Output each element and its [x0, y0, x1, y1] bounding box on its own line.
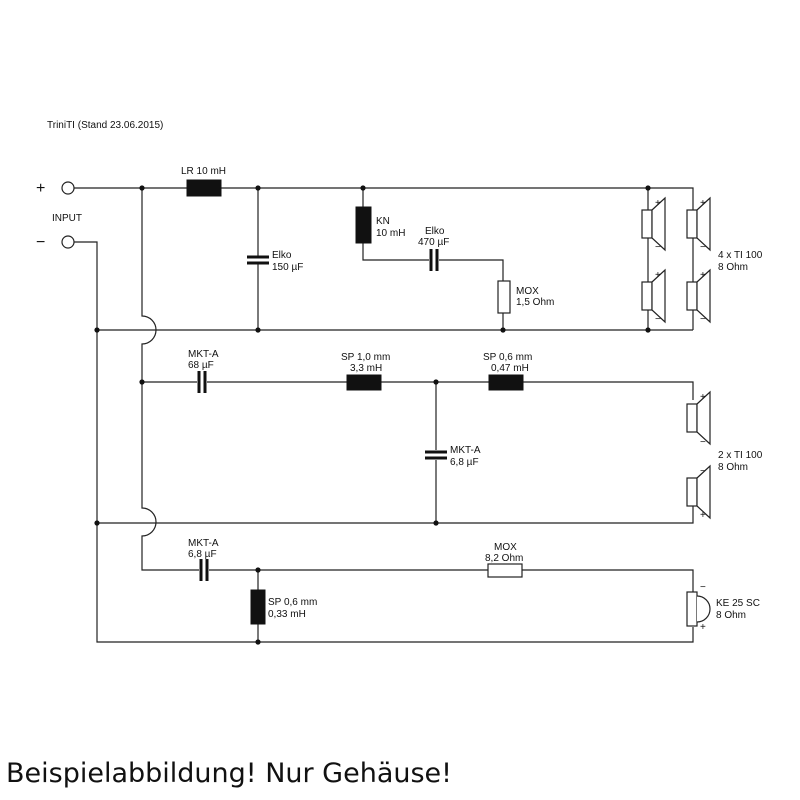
resistor-mox-8-2 — [487, 563, 523, 578]
mox1-value: 1,5 Ohm — [516, 297, 554, 308]
pol-2: − — [655, 242, 661, 253]
pol-9: + — [700, 392, 706, 403]
mkt3-name: MKT-A — [188, 538, 219, 549]
pol-3: + — [655, 270, 661, 281]
bass-speakers — [641, 196, 711, 324]
pol-1: + — [655, 198, 661, 209]
elko2-value: 470 µF — [418, 237, 449, 248]
mid-speakers — [686, 390, 711, 520]
pol-5: + — [700, 198, 706, 209]
sp1-value: 3,3 mH — [350, 363, 382, 374]
pol-6: − — [700, 242, 706, 253]
lr-label: LR 10 mH — [181, 166, 226, 177]
bass-speaker-name: 4 x TI 100 — [718, 250, 763, 261]
input-terminal-minus — [61, 235, 75, 249]
pol-14: + — [700, 622, 706, 633]
input-terminal-plus — [61, 181, 75, 195]
sp1-name: SP 1,0 mm — [341, 352, 390, 363]
elko1-value: 150 µF — [272, 262, 303, 273]
mkt1-value: 68 µF — [188, 360, 214, 371]
junction-dots — [94, 185, 651, 645]
mid-speaker-name: 2 x TI 100 — [718, 450, 763, 461]
inductor-kn — [355, 206, 372, 244]
sp2-value: 0,47 mH — [491, 363, 529, 374]
pol-8: − — [700, 314, 706, 325]
elko2-name: Elko — [425, 226, 445, 237]
pol-11: − — [700, 466, 706, 477]
caption: Beispielabbildung! Nur Gehäuse! — [6, 758, 452, 789]
tweeter-impedance: 8 Ohm — [716, 610, 746, 621]
kn-value: 10 mH — [376, 228, 405, 239]
inductor-sp-0-33 — [250, 589, 266, 625]
kn-name: KN — [376, 216, 390, 227]
mkt1-name: MKT-A — [188, 349, 219, 360]
mox1-name: MOX — [516, 286, 539, 297]
mox2-name: MOX — [494, 542, 517, 553]
resistor-mox-1-5 — [497, 280, 511, 314]
pol-12: + — [700, 510, 706, 521]
tweeter-name: KE 25 SC — [716, 598, 760, 609]
mkt3-value: 6,8 µF — [188, 549, 217, 560]
tweeter — [686, 591, 711, 627]
pol-7: + — [700, 270, 706, 281]
diagram-title: TriniTI (Stand 23.06.2015) — [47, 120, 163, 131]
sp3-value: 0,33 mH — [268, 609, 306, 620]
mkt2-name: MKT-A — [450, 445, 481, 456]
sp3-name: SP 0,6 mm — [268, 597, 317, 608]
plus-sign: + — [36, 180, 45, 197]
inductor-sp-3-3 — [346, 374, 382, 391]
sp2-name: SP 0,6 mm — [483, 352, 532, 363]
elko1-name: Elko — [272, 250, 292, 261]
wires — [74, 187, 694, 643]
mkt2-value: 6,8 µF — [450, 457, 479, 468]
bass-speaker-impedance: 8 Ohm — [718, 262, 748, 273]
pol-4: − — [655, 314, 661, 325]
minus-sign: − — [36, 234, 45, 251]
inductor-sp-0-47 — [488, 374, 524, 391]
pol-10: − — [700, 437, 706, 448]
pol-13: − — [700, 582, 706, 593]
inductor-lr — [186, 179, 222, 197]
mid-speaker-impedance: 8 Ohm — [718, 462, 748, 473]
mox2-value: 8,2 Ohm — [485, 553, 523, 564]
input-label: INPUT — [52, 213, 82, 224]
